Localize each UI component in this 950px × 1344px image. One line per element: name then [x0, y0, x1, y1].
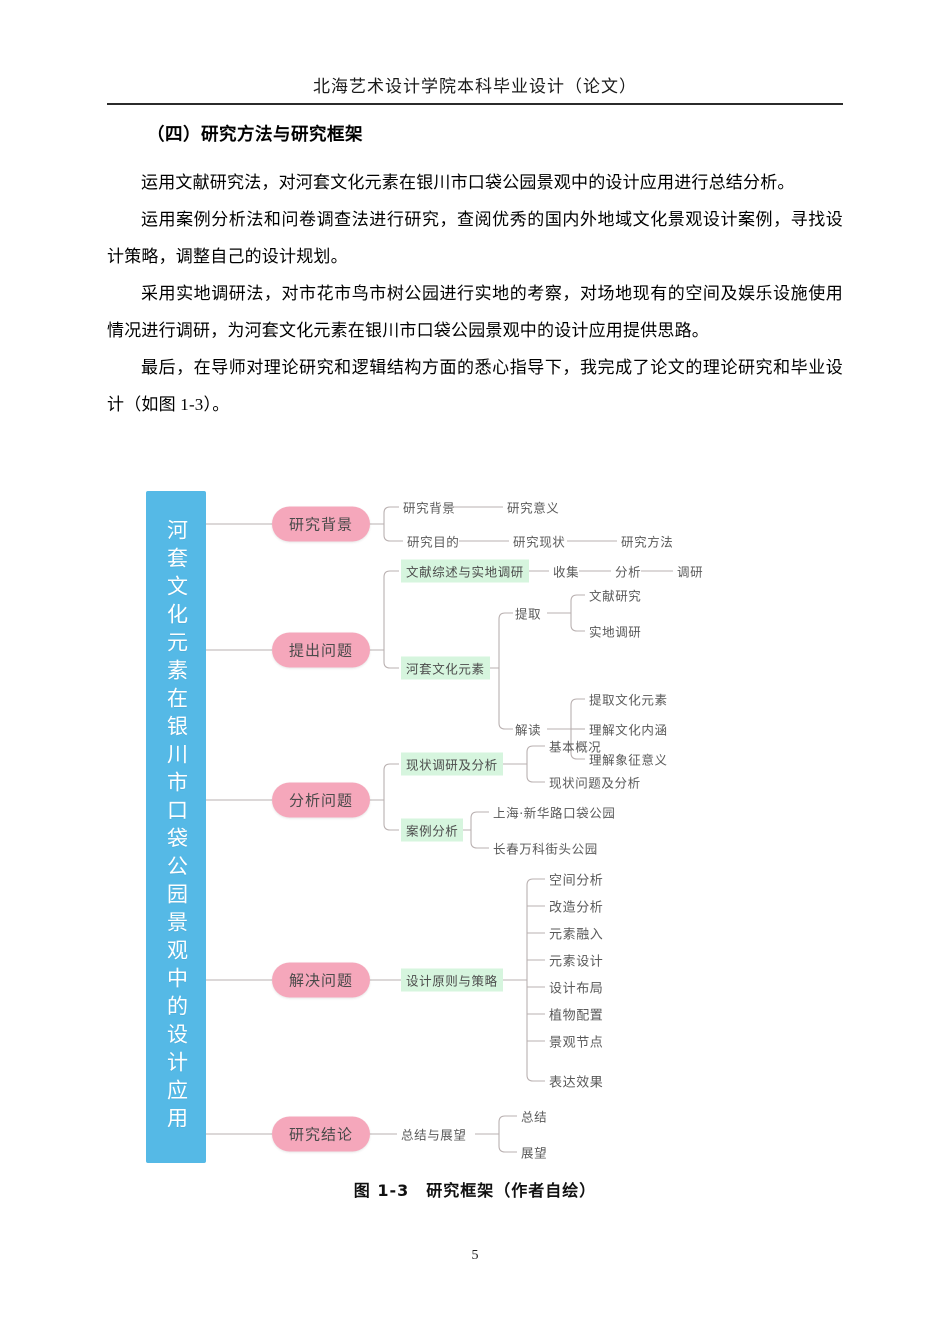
branch-node-research-background[interactable]: 研究背景 [272, 506, 371, 542]
leaf-research-purpose: 研究目的 [407, 534, 460, 550]
page-number: 5 [471, 1248, 479, 1263]
leaf-field-survey: 实地调研 [589, 624, 642, 640]
leaf-space-analysis: 空间分析 [549, 873, 604, 889]
leaf-research-method: 研究方法 [621, 534, 674, 550]
leaf-interpret: 解读 [515, 722, 542, 738]
body-paragraph-2: 运用案例分析法和问卷调查法进行研究，查阅优秀的国内外地域文化景观设计案例，寻找设… [107, 210, 843, 266]
branch-node-pose-problem[interactable]: 提出问题 [272, 632, 371, 668]
leaf-outlook: 展望 [521, 1145, 548, 1161]
leaf-literature-research: 文献研究 [589, 588, 642, 604]
leaf-survey: 调研 [677, 564, 704, 580]
leaf-extract: 提取 [515, 606, 542, 622]
leaf-changchun-vanke-street-park: 长春万科街头公园 [493, 841, 598, 857]
leaf-understand-culture-connotation: 理解文化内涵 [589, 722, 668, 738]
leaf-research-background: 研究背景 [403, 500, 456, 516]
section-heading: （四）研究方法与研究框架 [147, 125, 363, 145]
mind-map-connectors [206, 506, 673, 1153]
leaf-understand-symbolism: 理解象征意义 [589, 752, 668, 768]
leaf-extract-culture-elements: 提取文化元素 [589, 692, 668, 708]
branch-node-solve-problem[interactable]: 解决问题 [272, 962, 371, 998]
node-design-principles-strategies[interactable]: 设计原则与策略 [401, 968, 503, 992]
leaf-collect: 收集 [553, 564, 580, 580]
mind-map-root-label: 河套文化元素在银川市口袋公园景观中的设计应用 [164, 519, 189, 1135]
leaf-element-design: 元素设计 [549, 954, 604, 970]
leaf-summary-and-outlook: 总结与展望 [401, 1127, 467, 1143]
leaf-element-integration: 元素融入 [549, 927, 604, 943]
branch-node-research-conclusion[interactable]: 研究结论 [272, 1116, 371, 1152]
node-hetao-culture-elements[interactable]: 河套文化元素 [401, 656, 490, 680]
leaf-research-status: 研究现状 [513, 534, 566, 550]
running-header: 北海艺术设计学院本科毕业设计（论文） [313, 77, 637, 96]
leaf-design-layout: 设计布局 [549, 981, 604, 997]
leaf-summary: 总结 [521, 1109, 548, 1125]
node-status-survey-analysis[interactable]: 现状调研及分析 [401, 752, 503, 776]
node-literature-review-fieldwork[interactable]: 文献综述与实地调研 [401, 559, 529, 583]
body-paragraph-4: 最后，在导师对理论研究和逻辑结构方面的悉心指导下，我完成了论文的理论研究和毕业设… [107, 358, 843, 414]
branch-node-analyze-problem[interactable]: 分析问题 [272, 782, 371, 818]
leaf-expression-effect: 表达效果 [549, 1075, 604, 1091]
leaf-shanghai-xinhua-road-pocket-park: 上海·新华路口袋公园 [493, 805, 616, 821]
page-content: （四）研究方法与研究框架 运用文献研究法，对河套文化元素在银川市口袋公园景观中的… [107, 118, 843, 423]
leaf-landscape-nodes: 景观节点 [549, 1035, 604, 1051]
mind-map-root: 河套文化元素在银川市口袋公园景观中的设计应用 [146, 491, 206, 1163]
body-paragraph-1: 运用文献研究法，对河套文化元素在银川市口袋公园景观中的设计应用进行总结分析。 [141, 173, 795, 192]
leaf-plant-configuration: 植物配置 [549, 1008, 604, 1024]
header-divider [107, 103, 843, 105]
mind-map: 河套文化元素在银川市口袋公园景观中的设计应用 研究背景 研究背景 研究意义 研究… [107, 487, 843, 1177]
leaf-analyze: 分析 [615, 564, 642, 580]
leaf-research-significance: 研究意义 [507, 500, 560, 516]
figure-caption: 图 1-3 研究框架（作者自绘） [353, 1181, 597, 1200]
research-framework-figure: 河套文化元素在银川市口袋公园景观中的设计应用 研究背景 研究背景 研究意义 研究… [107, 487, 843, 1200]
leaf-renovation-analysis: 改造分析 [549, 900, 604, 916]
body-paragraph-3: 采用实地调研法，对市花市鸟市树公园进行实地的考察，对场地现有的空间及娱乐设施使用… [107, 284, 843, 340]
leaf-basic-overview: 基本概况 [549, 739, 602, 755]
node-case-analysis[interactable]: 案例分析 [401, 818, 464, 842]
leaf-status-problems-analysis: 现状问题及分析 [549, 775, 641, 791]
